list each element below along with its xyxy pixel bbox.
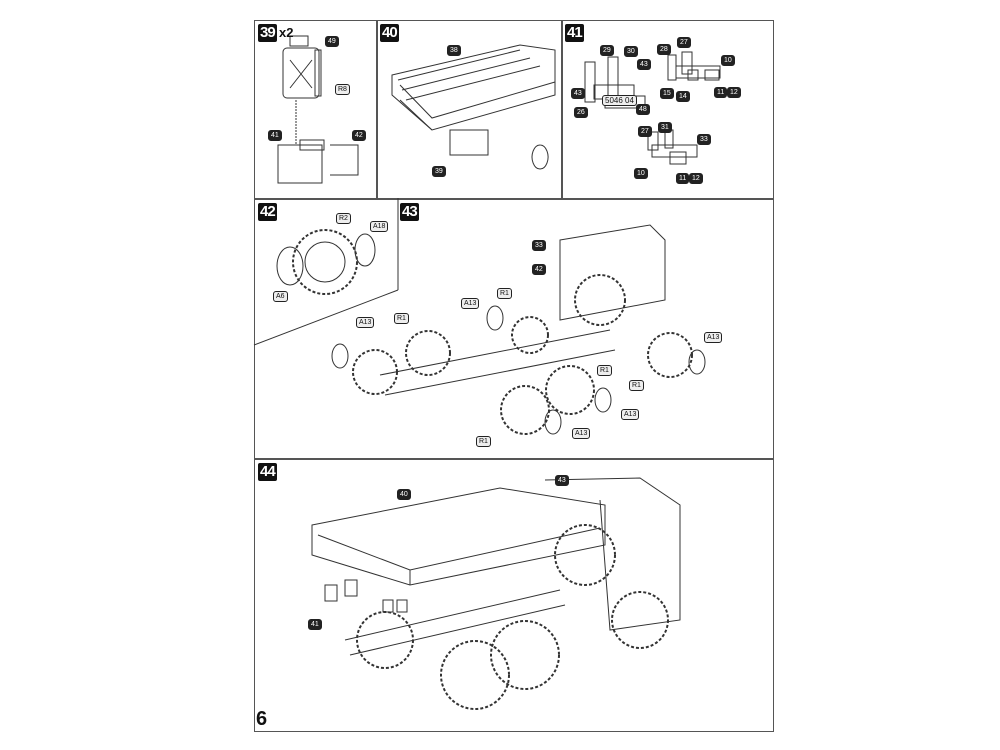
part-label: 11 bbox=[676, 173, 690, 184]
part-label: 14 bbox=[676, 91, 690, 102]
page-number: 6 bbox=[256, 708, 268, 730]
part-label: 43 bbox=[555, 475, 569, 486]
step-40-panel bbox=[376, 20, 563, 200]
part-label: 28 bbox=[657, 44, 671, 55]
step-multiplier: x2 bbox=[279, 25, 294, 40]
part-label: 12 bbox=[727, 87, 741, 98]
part-label: 30 bbox=[624, 46, 638, 57]
part-label: 27 bbox=[638, 126, 652, 137]
part-label: R1 bbox=[394, 313, 409, 324]
part-label: 29 bbox=[600, 45, 614, 56]
part-label: 10 bbox=[634, 168, 648, 179]
part-label: A13 bbox=[572, 428, 591, 439]
part-label: 12 bbox=[689, 173, 703, 184]
plate-text: 5046 04 bbox=[602, 95, 637, 106]
part-label: R1 bbox=[629, 380, 644, 391]
part-label: A13 bbox=[356, 317, 375, 328]
cargo-bed-drawing bbox=[391, 44, 556, 170]
step-number: 44 bbox=[258, 463, 277, 481]
part-label: R2 bbox=[336, 213, 351, 224]
part-label: 43 bbox=[637, 59, 651, 70]
step-41-panel bbox=[561, 20, 774, 200]
part-label: R1 bbox=[497, 288, 512, 299]
small-parts-drawing bbox=[584, 51, 721, 165]
part-label: 31 bbox=[658, 122, 672, 133]
part-label: R8 bbox=[335, 84, 350, 95]
part-label: 41 bbox=[308, 619, 322, 630]
step-39-panel bbox=[254, 20, 378, 200]
part-label: R1 bbox=[476, 436, 491, 447]
part-label: 15 bbox=[660, 88, 674, 99]
part-label: 49 bbox=[325, 36, 339, 47]
part-label: 43 bbox=[571, 88, 585, 99]
chassis-drawing bbox=[331, 224, 706, 435]
part-label: A13 bbox=[621, 409, 640, 420]
jerrycan-drawing bbox=[277, 35, 359, 184]
step-number: 43 bbox=[400, 203, 419, 221]
part-label: 42 bbox=[352, 130, 366, 141]
part-label: A13 bbox=[704, 332, 723, 343]
part-label: 39 bbox=[432, 166, 446, 177]
step-43-panel bbox=[254, 198, 774, 460]
part-label: A13 bbox=[461, 298, 480, 309]
part-label: 48 bbox=[636, 104, 650, 115]
part-label: 40 bbox=[397, 489, 411, 500]
step-number: 42 bbox=[258, 203, 277, 221]
part-label: 42 bbox=[532, 264, 546, 275]
part-label: 26 bbox=[574, 107, 588, 118]
step-44-panel bbox=[254, 458, 774, 732]
part-label: 33 bbox=[532, 240, 546, 251]
part-label: 10 bbox=[721, 55, 735, 66]
part-label: 33 bbox=[697, 134, 711, 145]
part-label: R1 bbox=[597, 365, 612, 376]
step-42-divider bbox=[253, 289, 399, 346]
part-label: A18 bbox=[370, 221, 389, 232]
step-number: 39 bbox=[258, 24, 277, 42]
step-number: 40 bbox=[380, 24, 399, 42]
assembled-truck-drawing bbox=[311, 477, 681, 710]
part-label: 27 bbox=[677, 37, 691, 48]
wheel-drawing bbox=[276, 229, 376, 295]
part-label: 11 bbox=[714, 87, 728, 98]
step-number: 41 bbox=[565, 24, 584, 42]
part-label: 41 bbox=[268, 130, 282, 141]
part-label: A6 bbox=[273, 291, 288, 302]
part-label: 38 bbox=[447, 45, 461, 56]
